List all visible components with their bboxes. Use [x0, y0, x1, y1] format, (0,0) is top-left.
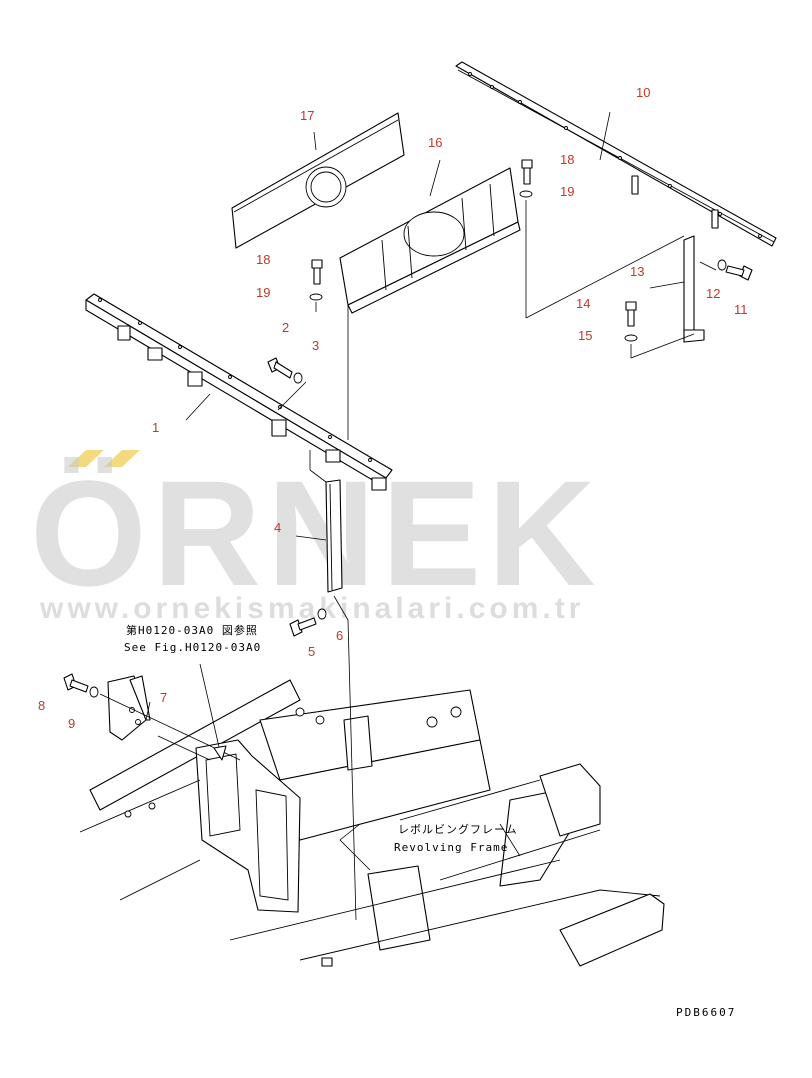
callout-12: 12	[706, 286, 720, 301]
notes: 第H0120-03A0 図参照 See Fig.H0120-03A0 レボルビン…	[124, 623, 518, 854]
frame-label-jp: レボルビングフレーム	[398, 822, 518, 836]
callout-11: 11	[734, 302, 748, 317]
callout-8: 8	[38, 698, 45, 713]
watermark-brand: ÖRNEK	[30, 449, 602, 617]
part-7-bracket	[107, 675, 151, 741]
callout-18-upper: 18	[560, 152, 574, 167]
washer-19-lower	[309, 293, 323, 301]
see-figure-note-jp: 第H0120-03A0 図参照	[126, 623, 258, 637]
frame-label-en: Revolving Frame	[394, 841, 508, 854]
callout-5: 5	[308, 644, 315, 659]
bolt-8	[63, 673, 89, 693]
hardware	[63, 159, 753, 698]
callout-4: 4	[274, 520, 281, 535]
callout-14: 14	[576, 296, 590, 311]
callout-17: 17	[300, 108, 314, 123]
see-figure-note-en: See Fig.H0120-03A0	[124, 641, 261, 654]
callout-15: 15	[578, 328, 592, 343]
bolt-5	[289, 617, 317, 637]
callout-1: 1	[152, 420, 159, 435]
callout-2: 2	[282, 320, 289, 335]
part-16-plate	[339, 167, 521, 314]
callout-16: 16	[428, 135, 442, 150]
bolt-2	[267, 357, 293, 379]
callout-18-lower: 18	[256, 252, 270, 267]
callout-10: 10	[636, 85, 650, 100]
washer-15	[624, 334, 638, 342]
washer-6	[317, 608, 327, 620]
part-13-bracket	[683, 235, 705, 343]
drawing-code: PDB6607	[676, 1006, 736, 1019]
callout-19-lower: 19	[256, 285, 270, 300]
bolt-14	[625, 301, 637, 327]
washer-3	[293, 372, 303, 384]
callout-3: 3	[312, 338, 319, 353]
part-4-stay	[325, 479, 343, 593]
revolving-frame	[79, 679, 665, 967]
washer-12	[717, 259, 727, 271]
callout-7: 7	[160, 690, 167, 705]
callout-19-upper: 19	[560, 184, 574, 199]
callout-6: 6	[336, 628, 343, 643]
watermark: ÖRNEK www.ornekismakinalari.com.tr	[30, 449, 602, 625]
part-1-beam	[85, 293, 393, 491]
bolt-18-lower	[311, 259, 323, 285]
callouts: 1 2 3 4 5 6 7 8 9 10 11 12 13 14 15 16 1…	[38, 85, 748, 731]
bolt-11	[725, 265, 753, 281]
leader-lines	[99, 111, 717, 921]
part-10-rail	[455, 61, 777, 247]
washer-19-upper	[519, 190, 533, 198]
washer-9	[89, 686, 99, 698]
part-17-panel	[231, 112, 405, 249]
watermark-accent-right	[104, 450, 140, 467]
watermark-accent-left	[68, 450, 104, 467]
callout-9: 9	[68, 716, 75, 731]
callout-13: 13	[630, 264, 644, 279]
bolt-18-upper	[521, 159, 533, 185]
